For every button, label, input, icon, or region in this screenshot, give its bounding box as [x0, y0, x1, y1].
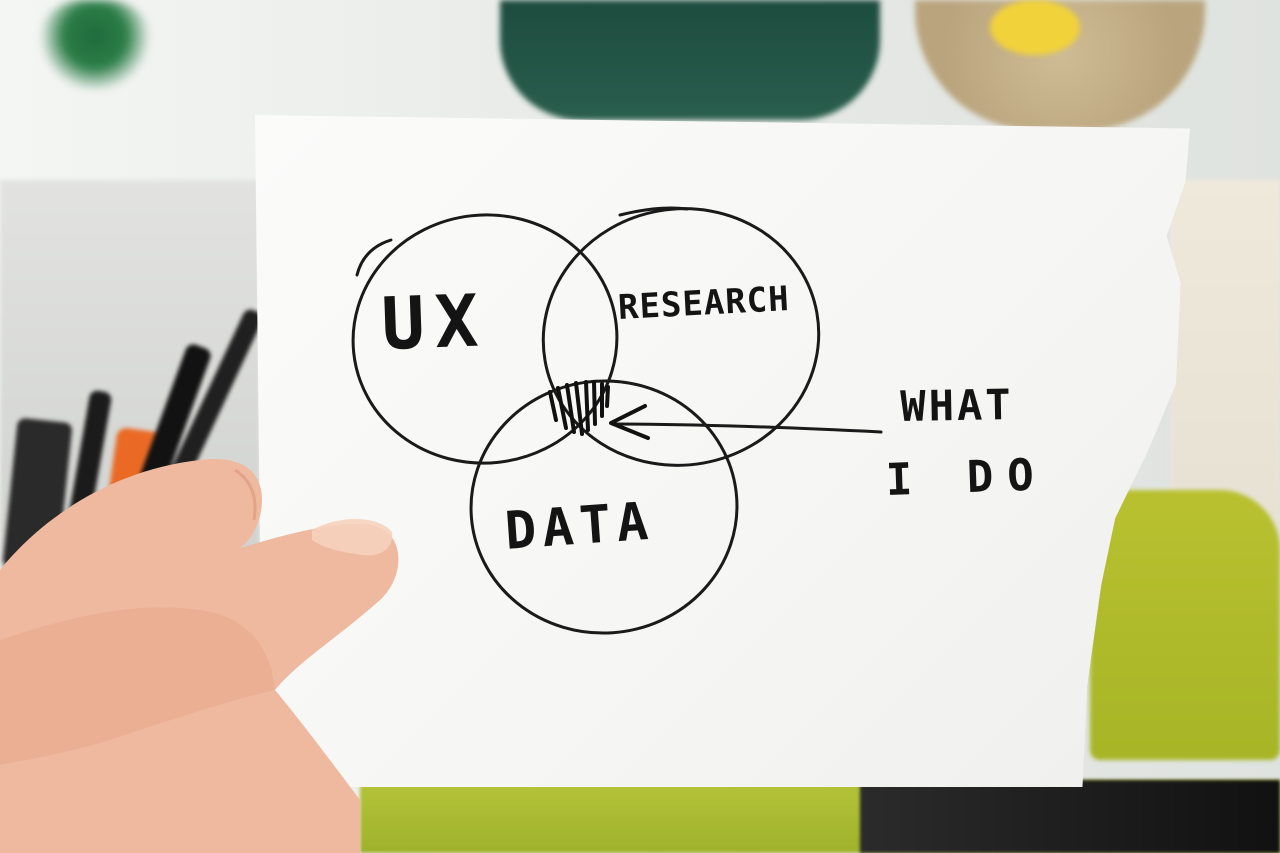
pen [59, 389, 113, 571]
label-i-do: I DO [885, 449, 1049, 506]
green-stand [1090, 490, 1280, 760]
pen-holder [0, 300, 265, 573]
paper-sheet [255, 115, 1190, 787]
label-ux: UX [380, 278, 490, 366]
label-what: WHAT [900, 380, 1014, 431]
background-plant [40, 0, 150, 90]
label-data: DATA [503, 491, 657, 562]
background-pot [500, 0, 880, 120]
sticker-strip [860, 780, 1280, 853]
background-yellow-object [990, 0, 1080, 55]
